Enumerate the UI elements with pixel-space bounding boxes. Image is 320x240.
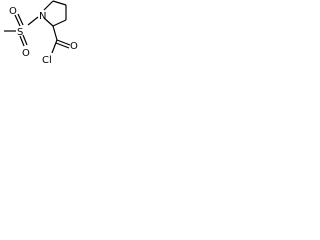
atom-label-n: N (39, 11, 46, 22)
atom-label-s: S (17, 27, 23, 38)
bond-c-cl (51, 39, 58, 54)
structure-diagram: N S O O O Cl (0, 0, 90, 76)
molecule-drawing: N S O O O Cl (4, 0, 78, 66)
bond-s-o-bottom-a (19, 35, 25, 47)
atom-label-o-top: O (9, 6, 17, 17)
ring-bond-c4-c5 (52, 0, 67, 6)
ring-bond-n-c2 (43, 17, 54, 27)
bond-n-s (27, 16, 39, 26)
bond-c2-carbonyl (52, 25, 58, 41)
ring-bond-c5-n (43, 0, 54, 11)
bond-s-o-top-a (14, 14, 21, 27)
atom-label-cl: Cl (42, 55, 52, 66)
bond-s-o-top-b (17, 13, 24, 26)
bond-c-o-a (56, 39, 71, 46)
atom-label-carbonyl-o: O (70, 41, 78, 52)
bond-c-o-b (55, 42, 70, 49)
bond-s-o-bottom-b (22, 34, 28, 46)
atom-label-o-bottom: O (22, 48, 30, 59)
ring-bond-c2-c3 (52, 19, 67, 27)
